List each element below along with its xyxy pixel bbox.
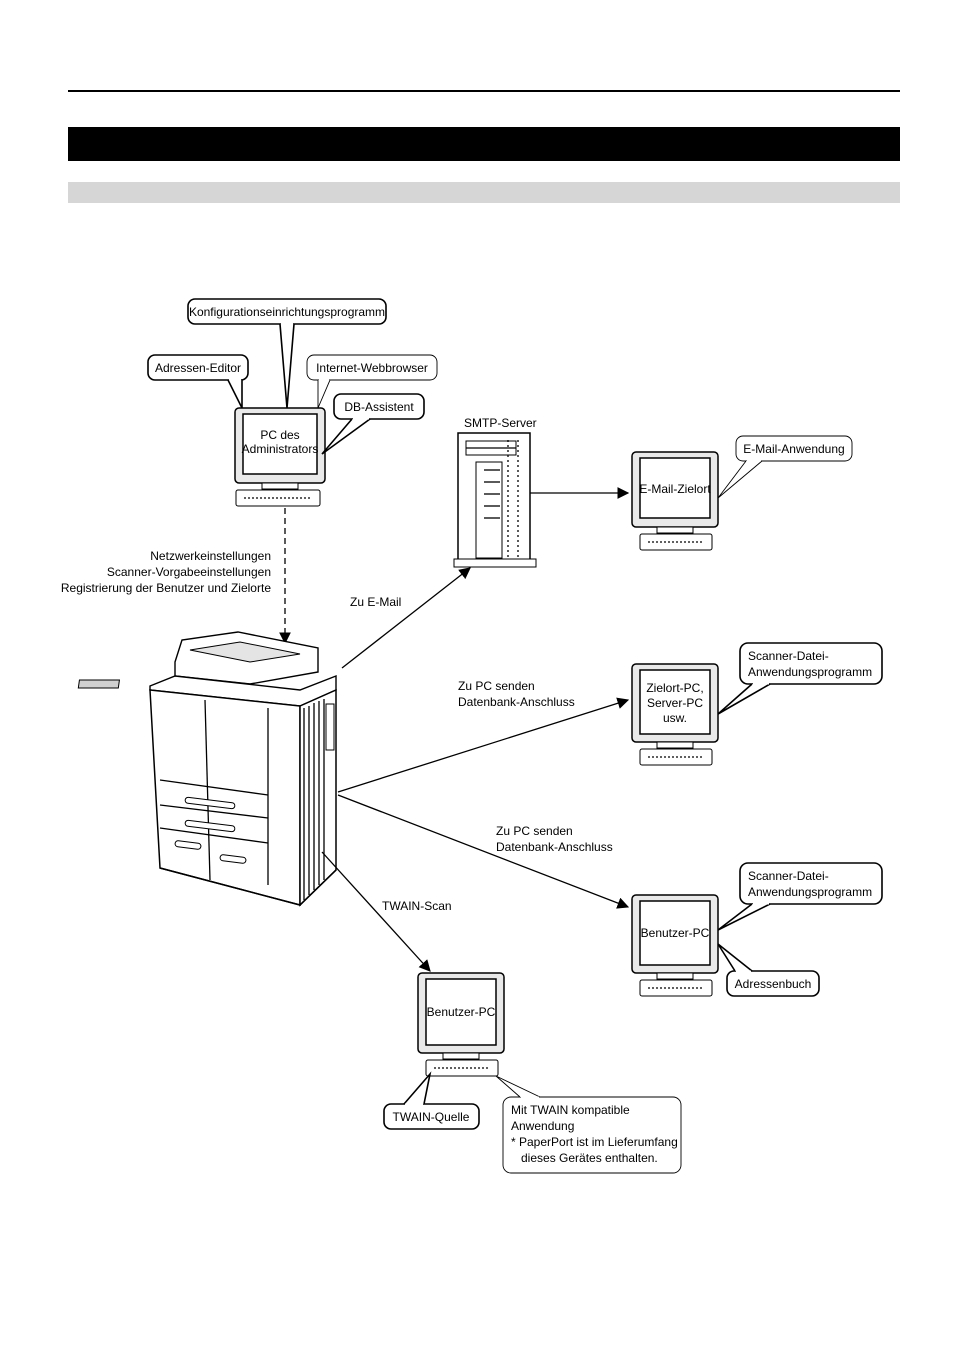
- twain-scan-label: TWAIN-Scan: [382, 899, 452, 913]
- email-application-bubble: E-Mail-Anwendung: [717, 435, 853, 499]
- to-email-label: Zu E-Mail: [350, 595, 401, 609]
- destination-pc: Zielort-PC, Server-PC usw.: [631, 663, 719, 766]
- db-assistant-text: DB-Assistent: [344, 400, 414, 414]
- web-browser-text: Internet-Webbrowser: [316, 361, 428, 375]
- twain-app-bubble: Mit TWAIN kompatible Anwendung * PaperPo…: [495, 1075, 682, 1174]
- scanner-app-bubble-1: Scanner-Datei- Anwendungsprogramm: [717, 642, 883, 715]
- to-pc-2-line-2: Datenbank-Anschluss: [496, 840, 613, 854]
- twain-app-line-3: * PaperPort ist im Lieferumfang: [511, 1135, 678, 1149]
- to-pc-2-line-1: Zu PC senden: [496, 824, 573, 838]
- admin-pc-label-2: Administrators: [242, 442, 319, 456]
- destination-pc-label-2: Server-PC: [647, 696, 703, 710]
- twain-source-text: TWAIN-Quelle: [393, 1110, 470, 1124]
- db-assistant-bubble: DB-Assistent: [321, 393, 425, 455]
- subsection-title-bar: [68, 182, 900, 203]
- section-title-bar: [68, 127, 900, 161]
- scanner-app-bubble-2: Scanner-Datei- Anwendungsprogramm: [717, 862, 883, 931]
- user-pc-bottom: Benutzer-PC: [417, 972, 505, 1077]
- twain-source-bubble: TWAIN-Quelle: [383, 1071, 480, 1130]
- address-editor-text: Adressen-Editor: [155, 361, 241, 375]
- admin-pc: PC des Administrators: [234, 407, 326, 507]
- twain-app-line-4: dieses Gerätes enthalten.: [511, 1151, 658, 1165]
- email-application-text: E-Mail-Anwendung: [743, 442, 844, 456]
- to-pc-arrow-2: [337, 794, 630, 909]
- destination-pc-label-3: usw.: [663, 711, 687, 725]
- twain-app-line-2: Anwendung: [511, 1119, 574, 1133]
- twain-app-line-1: Mit TWAIN kompatible: [511, 1103, 630, 1117]
- smtp-server-label: SMTP-Server: [464, 416, 537, 430]
- email-destination-label: E-Mail-Zielort: [639, 482, 711, 496]
- address-editor-bubble: Adressen-Editor: [147, 354, 249, 409]
- copier-mfp: [77, 631, 337, 907]
- admin-pc-label-1: PC des: [260, 428, 299, 442]
- smtp-server: SMTP-Server: [453, 416, 537, 568]
- config-program-bubble: Konfigurationseinrichtungsprogramm: [187, 298, 387, 409]
- address-book-bubble: Adressenbuch: [717, 943, 820, 997]
- admin-settings-line-3: Registrierung der Benutzer und Zielorte: [61, 581, 271, 595]
- to-pc-1-line-1: Zu PC senden: [458, 679, 535, 693]
- admin-settings-line-2: Scanner-Vorgabeeinstellungen: [107, 565, 271, 579]
- scanner-app-1-line-2: Anwendungsprogramm: [748, 665, 872, 679]
- scanner-app-2-line-2: Anwendungsprogramm: [748, 885, 872, 899]
- to-pc-arrow-1: [337, 697, 630, 793]
- email-destination-pc: E-Mail-Zielort: [631, 451, 719, 551]
- twain-scan-arrow: [321, 851, 431, 972]
- admin-settings-line-1: Netzwerkeinstellungen: [150, 549, 271, 563]
- web-browser-bubble: Internet-Webbrowser: [306, 354, 438, 409]
- scanner-app-2-line-1: Scanner-Datei-: [748, 869, 829, 883]
- to-pc-1-line-2: Datenbank-Anschluss: [458, 695, 575, 709]
- top-rule: [68, 90, 900, 92]
- user-pc-right: Benutzer-PC: [631, 894, 719, 997]
- user-pc-right-label: Benutzer-PC: [641, 926, 710, 940]
- destination-pc-label-1: Zielort-PC,: [646, 681, 703, 695]
- user-pc-bottom-label: Benutzer-PC: [427, 1005, 496, 1019]
- scanner-app-1-line-1: Scanner-Datei-: [748, 649, 829, 663]
- to-email-arrow: [341, 567, 471, 669]
- config-program-text: Konfigurationseinrichtungsprogramm: [189, 305, 385, 319]
- address-book-text: Adressenbuch: [735, 977, 812, 991]
